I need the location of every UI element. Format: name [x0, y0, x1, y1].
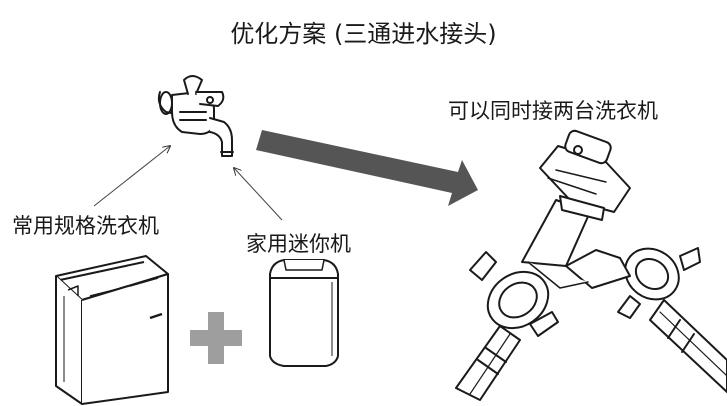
three-way-connector-icon — [455, 129, 727, 401]
plus-icon — [190, 312, 242, 364]
diagram-title: 优化方案 (三通进水接头) — [230, 20, 497, 48]
washing-machine-icon — [55, 255, 169, 405]
faucet-icon — [157, 75, 234, 157]
two-washers-label: 可以同时接两台洗衣机 — [448, 99, 658, 123]
mini-washer-label: 家用迷你机 — [246, 232, 351, 256]
direction-arrow — [256, 130, 478, 206]
standard-washer-label: 常用规格洗衣机 — [12, 214, 159, 238]
mini-washer-icon — [269, 259, 339, 367]
